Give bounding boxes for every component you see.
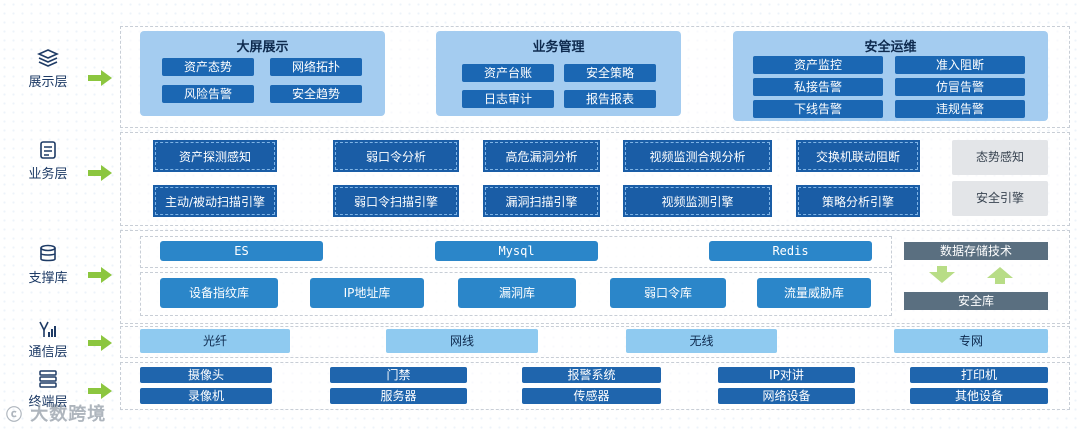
display-item[interactable]: 网络拓扑 — [270, 58, 362, 76]
business-item[interactable]: 主动/被动扫描引擎 — [153, 185, 277, 217]
terminal-item[interactable]: 摄像头 — [140, 367, 272, 383]
comm-item[interactable]: 光纤 — [140, 329, 290, 353]
business-item[interactable]: 视频监测引擎 — [623, 185, 772, 217]
display-item[interactable]: 资产态势 — [162, 58, 254, 76]
display-item[interactable]: 仿冒告警 — [895, 78, 1025, 96]
layer-label-comm: 通信层 — [14, 320, 82, 360]
business-item[interactable]: 资产探测感知 — [153, 140, 277, 172]
watermark-text: 大数跨境 — [30, 404, 107, 425]
terminal-item[interactable]: 打印机 — [910, 367, 1048, 383]
terminal-item[interactable]: 录像机 — [140, 388, 272, 404]
business-item[interactable]: 弱口令扫描引擎 — [333, 185, 459, 217]
display-item[interactable]: 日志审计 — [462, 90, 554, 108]
layer-label-terminal: 终端层 — [14, 370, 82, 410]
database-icon — [40, 244, 56, 262]
arrow-right-icon — [88, 165, 112, 181]
display-item[interactable]: 私接告警 — [753, 78, 883, 96]
display-item[interactable]: 下线告警 — [753, 100, 883, 118]
security-lib-box[interactable]: 安全库 — [904, 292, 1048, 310]
display-item[interactable]: 风险告警 — [162, 85, 254, 103]
display-item[interactable]: 安全策略 — [564, 64, 656, 82]
library-item[interactable]: 漏洞库 — [458, 278, 576, 308]
display-item[interactable]: 报告报表 — [564, 90, 656, 108]
layers-icon — [37, 49, 59, 67]
engine-item[interactable]: Mysql — [435, 241, 598, 261]
terminal-item[interactable]: 报警系统 — [522, 367, 661, 383]
arrow-right-icon — [88, 383, 112, 399]
panel-title: 大屏展示 — [236, 40, 289, 55]
arrow-right-icon — [88, 267, 112, 283]
business-item[interactable]: 交换机联动阻断 — [796, 140, 920, 172]
big-screen-panel: 大屏展示 资产态势 网络拓扑 风险告警 安全趋势 — [140, 31, 385, 116]
document-icon — [40, 141, 56, 159]
comm-item[interactable]: 网线 — [386, 329, 538, 353]
arrow-down-icon — [929, 266, 955, 283]
server-stack-icon — [39, 370, 57, 388]
layer-label-text: 终端层 — [28, 395, 68, 410]
engine-item[interactable]: Redis — [709, 241, 872, 261]
layer-label-support: 支撑库 — [14, 244, 82, 286]
security-ops-panel: 安全运维 资产监控 准入阻断 私接告警 仿冒告警 下线告警 违规告警 — [733, 31, 1048, 121]
security-engine-box[interactable]: 安全引擎 — [952, 181, 1048, 216]
engine-item[interactable]: ES — [160, 241, 323, 261]
watermark: ⓒ 大数跨境 — [6, 400, 106, 426]
panel-title: 安全运维 — [864, 40, 917, 55]
terminal-item[interactable]: 服务器 — [330, 388, 467, 404]
layer-label-text: 展示层 — [28, 75, 68, 90]
layer-label-text: 支撑库 — [28, 271, 68, 286]
arrow-right-icon — [88, 70, 112, 86]
arrow-up-icon — [987, 267, 1013, 284]
terminal-item[interactable]: 门禁 — [330, 367, 467, 383]
terminal-item[interactable]: 传感器 — [522, 388, 661, 404]
situation-awareness-box[interactable]: 态势感知 — [952, 140, 1048, 175]
data-storage-box[interactable]: 数据存储技术 — [904, 242, 1048, 260]
business-item[interactable]: 策略分析引擎 — [796, 185, 920, 217]
comm-item[interactable]: 专网 — [894, 329, 1048, 353]
business-item[interactable]: 弱口令分析 — [333, 140, 459, 172]
panel-title: 业务管理 — [532, 40, 585, 55]
watermark-logo-icon: ⓒ — [6, 405, 24, 424]
terminal-item[interactable]: 其他设备 — [910, 388, 1048, 404]
display-item[interactable]: 资产监控 — [753, 56, 883, 74]
layer-label-text: 业务层 — [28, 167, 68, 182]
library-item[interactable]: 弱口令库 — [610, 278, 726, 308]
display-item[interactable]: 资产台账 — [462, 64, 554, 82]
business-mgmt-panel: 业务管理 资产台账 安全策略 日志审计 报告报表 — [436, 31, 681, 116]
display-item[interactable]: 违规告警 — [895, 100, 1025, 118]
layer-label-display: 展示层 — [14, 48, 82, 90]
business-item[interactable]: 高危漏洞分析 — [483, 140, 600, 172]
business-item[interactable]: 漏洞扫描引擎 — [483, 185, 600, 217]
business-item[interactable]: 视频监测合规分析 — [623, 140, 772, 172]
signal-icon — [39, 321, 56, 337]
comm-item[interactable]: 无线 — [626, 329, 777, 353]
library-item[interactable]: 流量威胁库 — [757, 278, 871, 308]
arrow-right-icon — [88, 335, 112, 351]
terminal-item[interactable]: IP对讲 — [718, 367, 855, 383]
layer-label-text: 通信层 — [28, 345, 68, 360]
library-item[interactable]: 设备指纹库 — [160, 278, 278, 308]
terminal-item[interactable]: 网络设备 — [718, 388, 855, 404]
library-item[interactable]: IP地址库 — [310, 278, 424, 308]
display-item[interactable]: 安全趋势 — [270, 85, 362, 103]
display-item[interactable]: 准入阻断 — [895, 56, 1025, 74]
layer-label-business: 业务层 — [14, 140, 82, 182]
